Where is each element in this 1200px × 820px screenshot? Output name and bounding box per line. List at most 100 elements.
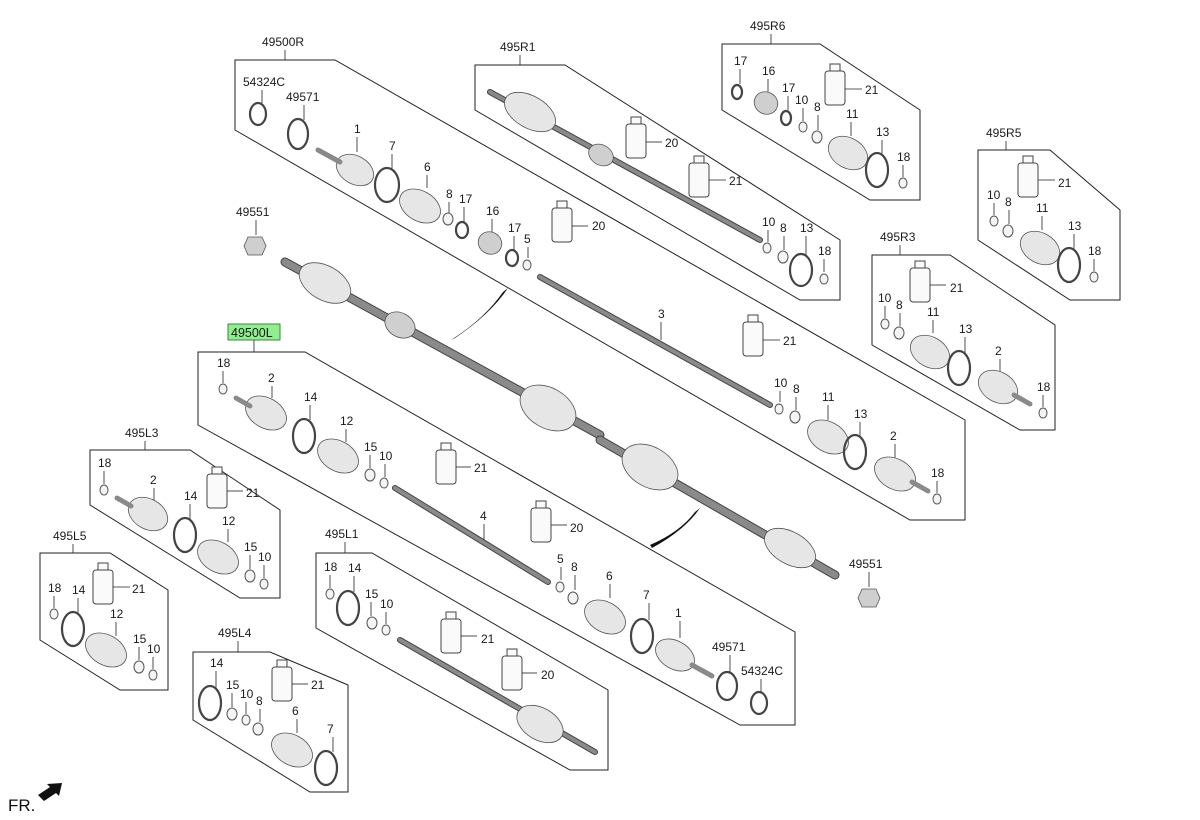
callout-8-l[interactable]: 8 [571,560,578,574]
callout-15-l4[interactable]: 15 [226,678,240,692]
callout-18-r3[interactable]: 18 [1037,380,1051,394]
callout-18-r1[interactable]: 18 [818,244,832,258]
callout-20[interactable]: 20 [592,219,606,233]
callout-20-r1[interactable]: 20 [665,136,679,150]
callout-13[interactable]: 13 [854,407,868,421]
callout-13-r3[interactable]: 13 [959,322,973,336]
callout-5[interactable]: 5 [524,232,531,246]
callout-13-r6[interactable]: 13 [876,125,890,139]
callout-21-r1[interactable]: 21 [729,174,743,188]
callout-18-l3[interactable]: 18 [98,456,112,470]
callout-11-r6[interactable]: 11 [846,107,859,121]
callout-21-r6[interactable]: 21 [865,83,879,97]
callout-10-l4[interactable]: 10 [240,687,254,701]
callout-12-l[interactable]: 12 [340,414,354,428]
callout-10-r3[interactable]: 10 [878,291,892,305]
callout-1-l[interactable]: 1 [675,606,682,620]
label-49551-top[interactable]: 49551 [236,205,270,256]
callout-10-r1[interactable]: 10 [762,215,776,229]
callout-8-r3[interactable]: 8 [896,298,903,312]
callout-14-l1[interactable]: 14 [348,561,362,575]
callout-10-r6[interactable]: 10 [795,93,809,107]
callout-3[interactable]: 3 [658,307,665,321]
callout-1[interactable]: 1 [354,122,361,136]
callout-15-l3[interactable]: 15 [244,540,258,554]
callout-10-l1[interactable]: 10 [380,597,394,611]
callout-14-l3[interactable]: 14 [184,489,198,503]
callout-15-l1[interactable]: 15 [365,587,379,601]
callout-12-l3[interactable]: 12 [222,514,236,528]
callout-7[interactable]: 7 [389,139,396,153]
callout-13-r5[interactable]: 13 [1068,219,1082,233]
callout-10-l5[interactable]: 10 [147,642,161,656]
callout-21-r3[interactable]: 21 [950,281,964,295]
callout-21-l[interactable]: 21 [474,461,488,475]
label-495L4[interactable]: 495L4 [218,626,252,652]
label-495R1[interactable]: 495R1 [500,40,536,65]
callout-10-l[interactable]: 10 [379,449,393,463]
callout-14-l[interactable]: 14 [304,390,318,404]
callout-10-l3[interactable]: 10 [258,550,272,564]
callout-8[interactable]: 8 [446,187,453,201]
callout-2-l[interactable]: 2 [268,371,275,385]
callout-54324C[interactable]: 54324C [243,75,285,89]
callout-16[interactable]: 16 [486,204,500,218]
callout-7-l4[interactable]: 7 [327,722,334,736]
callout-4-l[interactable]: 4 [480,509,487,523]
callout-8-r5[interactable]: 8 [1005,195,1012,209]
callout-17[interactable]: 17 [459,192,473,206]
callout-20-l1[interactable]: 20 [541,668,555,682]
callout-7-l[interactable]: 7 [643,588,650,602]
callout-18-r6[interactable]: 18 [897,150,911,164]
callout-17-r6[interactable]: 17 [734,54,748,68]
callout-10-r5[interactable]: 10 [987,188,1001,202]
callout-21-l4[interactable]: 21 [311,678,325,692]
callout-11-r5[interactable]: 11 [1036,201,1049,215]
label-495L5[interactable]: 495L5 [53,529,87,553]
callout-11[interactable]: 11 [822,390,835,404]
label-495R3[interactable]: 495R3 [880,230,916,255]
callout-13-r1[interactable]: 13 [800,221,814,235]
callout-49571[interactable]: 49571 [286,90,320,104]
callout-17b-r6[interactable]: 17 [782,81,796,95]
callout-6[interactable]: 6 [424,160,431,174]
callout-21-r5[interactable]: 21 [1058,176,1072,190]
label-49500R[interactable]: 49500R [262,35,304,60]
label-49551-bottom[interactable]: 49551 [849,557,883,608]
callout-8-l4[interactable]: 8 [256,694,263,708]
callout-12-l5[interactable]: 12 [110,607,124,621]
callout-17b[interactable]: 17 [508,221,522,235]
label-495L3[interactable]: 495L3 [125,426,159,450]
callout-18-r5[interactable]: 18 [1088,244,1102,258]
callout-15-l[interactable]: 15 [364,440,378,454]
callout-2-l3[interactable]: 2 [150,473,157,487]
callout-15-l5[interactable]: 15 [133,632,147,646]
callout-2-r3[interactable]: 2 [995,344,1002,358]
callout-18[interactable]: 18 [931,466,945,480]
callout-21[interactable]: 21 [783,334,797,348]
callout-5-l[interactable]: 5 [557,552,564,566]
label-49500L-highlighted[interactable]: 49500L [227,323,281,352]
callout-8-lower[interactable]: 8 [793,382,800,396]
callout-10[interactable]: 10 [774,376,788,390]
label-495L1[interactable]: 495L1 [325,527,359,553]
callout-18-l[interactable]: 18 [217,356,231,370]
callout-49571-l[interactable]: 49571 [712,640,746,654]
callout-18-l5[interactable]: 18 [48,581,62,595]
callout-14-l5[interactable]: 14 [72,583,86,597]
callout-20-l[interactable]: 20 [570,521,584,535]
label-495R6[interactable]: 495R6 [750,19,786,44]
callout-8-r6[interactable]: 8 [814,100,821,114]
callout-6-l[interactable]: 6 [606,569,613,583]
callout-6-l4[interactable]: 6 [292,704,299,718]
callout-8-r1[interactable]: 8 [780,221,787,235]
callout-11-r3[interactable]: 11 [927,305,940,319]
callout-54324C-l[interactable]: 54324C [741,664,783,678]
callout-21-l1[interactable]: 21 [481,632,495,646]
callout-21-l5[interactable]: 21 [132,582,146,596]
callout-18-l1[interactable]: 18 [324,560,338,574]
label-495R5[interactable]: 495R5 [986,126,1022,150]
callout-14-l4[interactable]: 14 [210,656,224,670]
callout-16-r6[interactable]: 16 [762,64,776,78]
callout-21-l3[interactable]: 21 [246,486,260,500]
